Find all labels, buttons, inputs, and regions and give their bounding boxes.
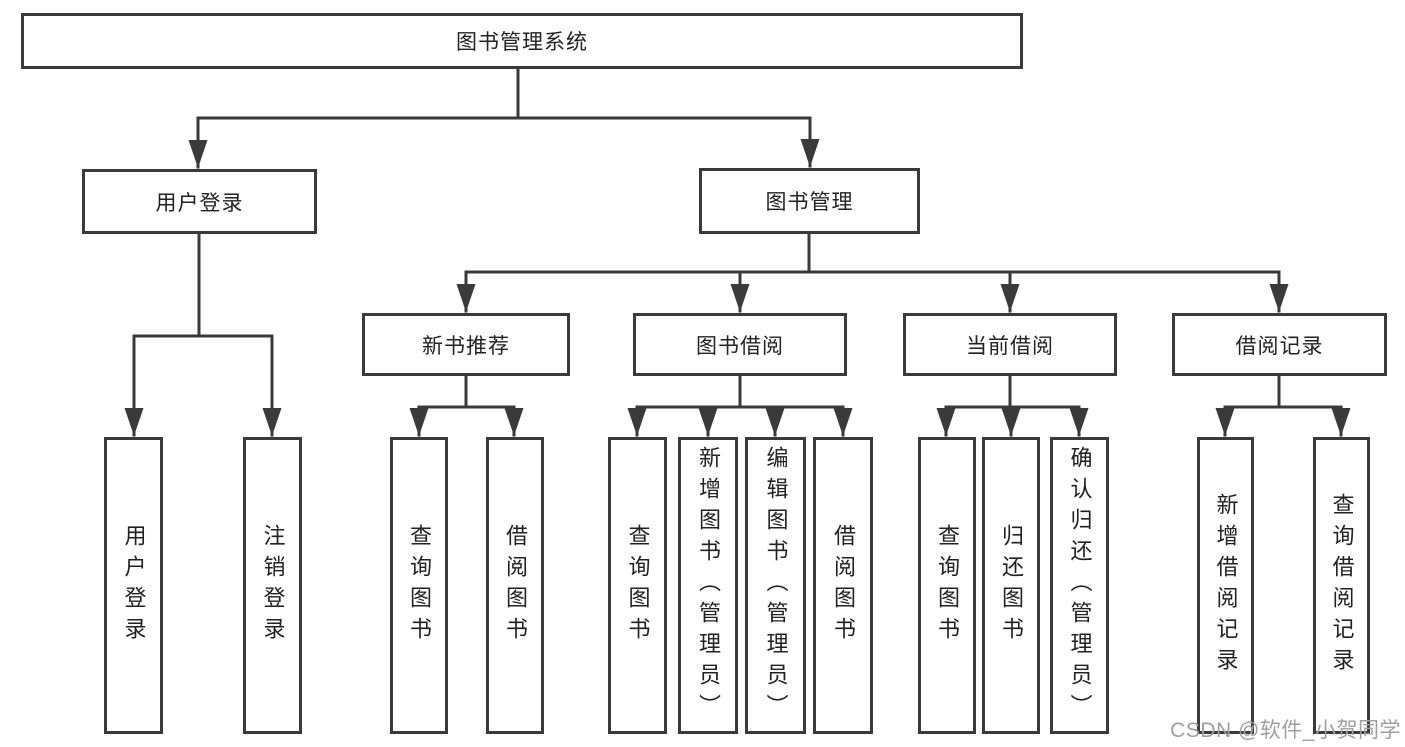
- leaf-borrow-books-recommend: 借阅图书: [486, 437, 544, 734]
- leaf-query-books-current: 查询图书: [918, 437, 976, 734]
- node-user-login: 用户登录: [82, 169, 317, 234]
- node-label: 新增借阅记录: [1213, 492, 1239, 679]
- leaf-query-books-borrow: 查询图书: [608, 437, 667, 734]
- node-label: 当前借阅: [966, 334, 1054, 358]
- node-label: 借阅记录: [1235, 334, 1324, 358]
- node-label: 借阅图书: [831, 523, 856, 648]
- leaf-return-book: 归还图书: [982, 437, 1040, 734]
- node-label: 图书管理系统: [456, 31, 588, 54]
- leaf-edit-book-admin: 编辑图书（管理员）: [745, 437, 806, 734]
- node-label: 查询图书: [407, 523, 432, 648]
- node-label: 归还图书: [999, 523, 1024, 648]
- node-label: 新增图书（管理员）: [696, 446, 721, 725]
- node-library-management-system: 图书管理系统: [21, 13, 1023, 69]
- node-label: 图书借阅: [696, 334, 784, 358]
- node-label: 借阅图书: [503, 523, 528, 648]
- leaf-confirm-return-admin: 确认归还（管理员）: [1050, 437, 1109, 734]
- node-label: 用户登录: [155, 191, 244, 215]
- node-book-borrowing: 图书借阅: [633, 313, 847, 376]
- leaf-add-book-admin: 新增图书（管理员）: [678, 437, 738, 734]
- node-new-book-recommend: 新书推荐: [362, 313, 570, 376]
- leaf-borrow-books: 借阅图书: [813, 437, 873, 734]
- leaf-query-books-recommend: 查询图书: [390, 437, 448, 734]
- node-label: 查询图书: [935, 523, 960, 648]
- node-label: 图书管理: [765, 191, 854, 214]
- node-label: 编辑图书（管理员）: [763, 446, 789, 725]
- node-label: 新书推荐: [422, 334, 510, 358]
- node-label: 用户登录: [121, 523, 147, 648]
- node-label: 确认归还（管理员）: [1067, 446, 1093, 725]
- node-label: 查询借阅记录: [1329, 492, 1355, 679]
- csdn-watermark: CSDN @软件_小贺同学: [1170, 719, 1401, 742]
- node-current-borrowing: 当前借阅: [903, 313, 1117, 376]
- node-book-management: 图书管理: [699, 168, 920, 234]
- node-borrowing-records: 借阅记录: [1172, 313, 1387, 376]
- node-label: 注销登录: [260, 523, 286, 648]
- leaf-user-login: 用户登录: [104, 437, 163, 734]
- leaf-add-borrow-record: 新增借阅记录: [1197, 437, 1254, 734]
- node-label: 查询图书: [625, 523, 651, 648]
- leaf-logout: 注销登录: [243, 437, 302, 734]
- leaf-query-borrow-record: 查询借阅记录: [1313, 437, 1370, 734]
